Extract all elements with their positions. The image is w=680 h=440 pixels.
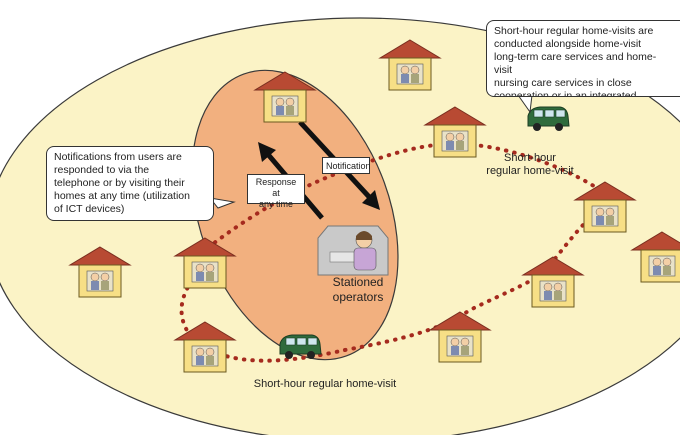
users-callout-tail <box>208 197 236 209</box>
visit-label-bottom: Short-hour regular home-visit <box>253 378 397 390</box>
response-label: Response at any time <box>247 174 305 209</box>
users-notification-callout: Notifications from users are responded t… <box>46 146 214 221</box>
cooperation-callout: Short-hour regular home-visits are condu… <box>486 20 680 97</box>
operators-label: Stationed operators <box>332 275 384 304</box>
notification-label: Notification <box>322 157 371 174</box>
operator-booth-icon <box>317 225 389 276</box>
route-loop-bottom <box>179 263 552 363</box>
visit-label-top: Short-hour regular home-visit <box>486 152 574 177</box>
